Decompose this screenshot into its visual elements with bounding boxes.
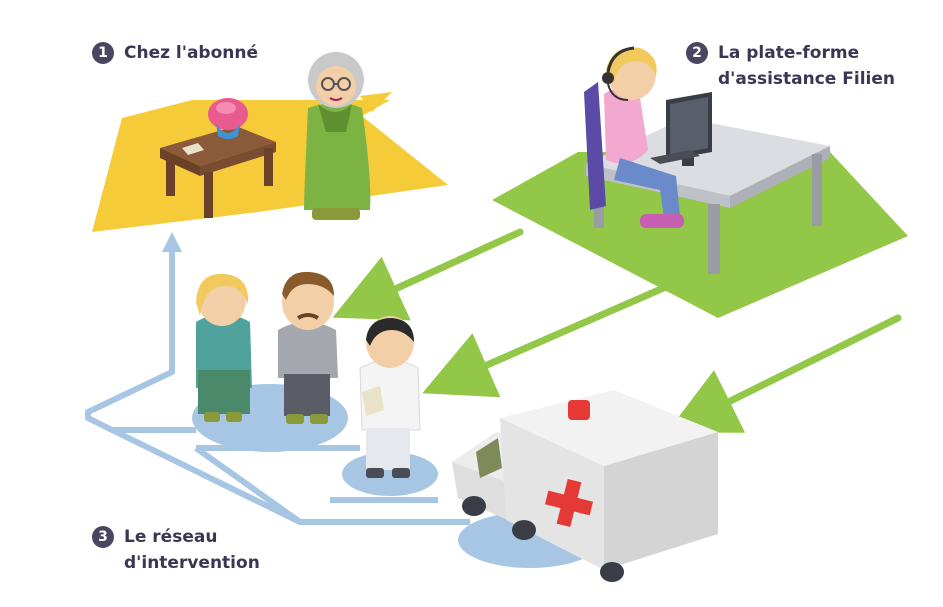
man-icon <box>278 271 338 424</box>
step-1-number: 1 <box>92 42 114 64</box>
step-3-label: 3 Le réseau d'intervention <box>92 524 260 576</box>
network-up-arrow <box>162 232 182 252</box>
elderly-woman-icon <box>304 52 371 220</box>
step-3-number: 3 <box>92 526 114 548</box>
operator-icon <box>584 46 684 228</box>
computer-icon <box>650 92 712 166</box>
table-icon <box>160 126 276 218</box>
ambulance-icon <box>452 390 718 582</box>
step-2-label: 2 La plate-forme d'assistance Filien <box>686 40 895 92</box>
step-3-line-1: Le réseau <box>124 527 218 547</box>
step-2-line-1: La plate-forme <box>718 43 860 63</box>
doctor-icon <box>359 316 421 478</box>
step-1-line-1: Chez l'abonné <box>124 43 259 63</box>
step-2-line-2: d'assistance Filien <box>718 69 895 89</box>
woman-icon <box>196 273 252 422</box>
dispatch-arrows <box>332 228 902 433</box>
vase-icon <box>208 98 248 139</box>
step-1-label: 1 Chez l'abonné <box>92 40 258 66</box>
home-arrow-tip <box>360 92 392 112</box>
step-2-number: 2 <box>686 42 708 64</box>
step-3-line-2: d'intervention <box>124 553 260 573</box>
